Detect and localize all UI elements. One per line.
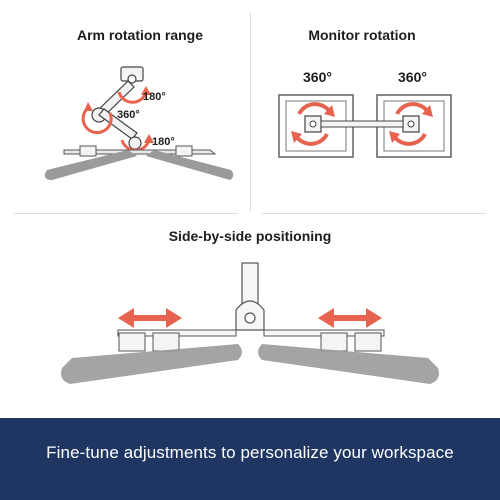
- left-double-arrow-icon: [118, 308, 182, 328]
- right-monitor-side-icon: [258, 344, 439, 384]
- arm-label-top: 180°: [143, 91, 166, 103]
- horizontal-divider-right: [262, 213, 486, 214]
- right-rotation-arrows-icon: [389, 102, 433, 146]
- monitor-left-degree: 360°: [303, 69, 332, 85]
- monitor-connecting-bar: [320, 120, 404, 128]
- monitor-right-degree: 360°: [398, 69, 427, 85]
- banner-text: Fine-tune adjustments to personalize you…: [46, 443, 454, 462]
- pole-icon: [235, 262, 265, 331]
- arm-monitors-top-view: [44, 145, 234, 180]
- horizontal-divider-left: [14, 213, 238, 214]
- arm-mount-icon: [120, 66, 144, 84]
- arm-label-middle: 360°: [117, 109, 140, 121]
- arm-label-bottom: 180°: [152, 136, 175, 148]
- crossbar-icon: [117, 329, 385, 352]
- left-monitor-side-icon: [61, 344, 242, 384]
- right-double-arrow-icon: [318, 308, 382, 328]
- arm-rotation-title: Arm rotation range: [76, 27, 203, 43]
- vertical-divider: [250, 12, 251, 212]
- footer-banner: [0, 418, 500, 500]
- monitor-rotation-title: Monitor rotation: [308, 27, 416, 43]
- side-by-side-title: Side-by-side positioning: [168, 228, 332, 244]
- left-rotation-arrows-icon: [291, 102, 335, 146]
- right-monitor-icon: [376, 94, 452, 158]
